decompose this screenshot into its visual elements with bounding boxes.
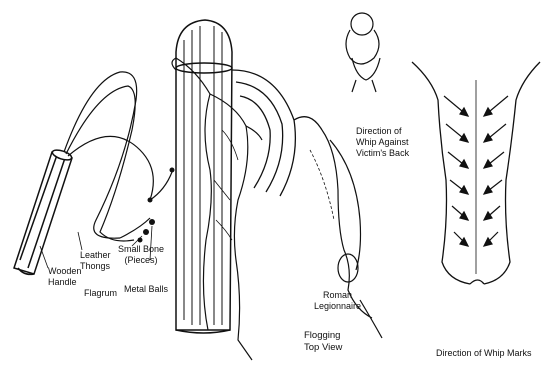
leather-thongs-line-2: Thongs [80,261,111,272]
metal-balls-label: Metal Balls [124,284,168,295]
flogging-top-view-line-2: Top View [304,342,342,354]
direction-of-whip-line-1: Direction of [356,126,409,137]
small-bone-line-2: (Pieces) [118,255,164,266]
flagrum-label: Flagrum [84,288,117,299]
roman-legionnaire-line-2: Legionnaire [314,301,361,312]
leather-thongs-line-1: Leather [80,250,111,261]
direction-of-whip-line-3: Victim's Back [356,148,409,159]
flogging-top-view-line-1: Flogging [304,330,342,342]
small-bone-line-1: Small Bone [118,244,164,255]
top-view-figure [346,13,380,92]
roman-legionnaire-line-1: Roman [314,290,361,301]
roman-legionnaire-label: Roman Legionnaire [314,290,361,312]
direction-of-whip-line-2: Whip Against [356,137,409,148]
wooden-handle-label: Wooden Handle [48,266,81,288]
torso-back [412,62,540,284]
small-bone-label: Small Bone (Pieces) [118,244,164,266]
flogging-top-view-label: Flogging Top View [304,330,342,354]
direction-of-whip-marks-label: Direction of Whip Marks [436,348,532,359]
whip-arc [232,70,322,196]
flagrum-thongs [64,72,172,241]
wooden-handle-line-1: Wooden [48,266,81,277]
wooden-handle-line-2: Handle [48,277,81,288]
leather-thongs-label: Leather Thongs [80,250,111,272]
direction-of-whip-label: Direction of Whip Against Victim's Back [356,126,409,159]
